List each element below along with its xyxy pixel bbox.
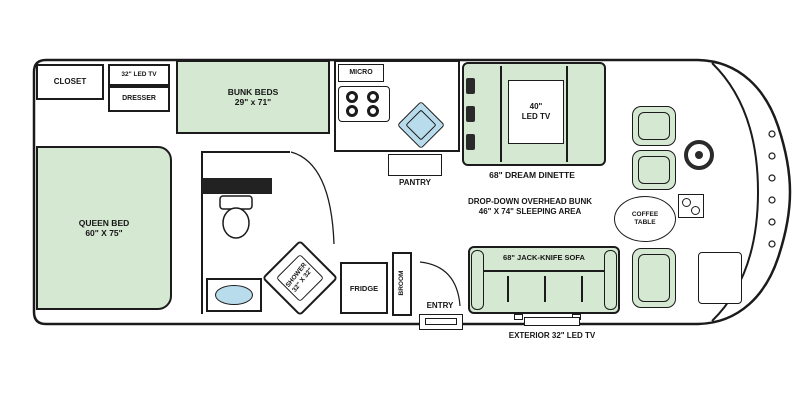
passenger-seat — [632, 248, 676, 308]
burner-icon — [346, 105, 358, 117]
bathroom-door-arc — [290, 151, 335, 245]
entry-door-arc — [419, 261, 461, 307]
cup-table — [678, 194, 704, 218]
driver-seat — [632, 150, 676, 190]
sofa-seat-line — [484, 270, 604, 272]
toilet-tank-icon — [219, 195, 253, 210]
dinette-bracket — [466, 134, 475, 150]
cab-seat-cushion — [638, 112, 670, 140]
closet: CLOSET — [36, 64, 104, 100]
dream-dinette: 40" LED TV — [462, 62, 606, 166]
cooktop-icon — [338, 86, 390, 122]
pantry — [388, 154, 442, 176]
dresser-label: DRESSER — [122, 94, 156, 102]
fridge: FRIDGE — [340, 262, 388, 314]
sofa-cushion-tick — [507, 276, 509, 302]
dinette-tv: 40" LED TV — [508, 80, 564, 144]
cup-holder-icon — [682, 198, 691, 207]
dinette-tv-label-2: LED TV — [521, 112, 551, 121]
queen-bed-label-1: QUEEN BED — [78, 217, 130, 228]
toilet-bowl-icon — [222, 207, 250, 239]
broom-closet — [392, 252, 412, 316]
steering-wheel-icon — [684, 140, 714, 170]
dinette-tv-label-1: 40" — [529, 102, 543, 112]
closet-label: CLOSET — [53, 77, 87, 87]
bedroom-tv: 32" LED TV — [108, 64, 170, 86]
bedroom-tv-label: 32" LED TV — [121, 71, 157, 79]
coffee-table-label-1: COFFEE — [631, 211, 659, 219]
dinette-bench-divider — [566, 66, 568, 162]
coffee-table-label-2: TABLE — [634, 219, 656, 226]
driver-seat-cushion — [638, 156, 670, 184]
bunk-beds-label-2: 29" x 71" — [234, 97, 272, 107]
sofa-label: 68" JACK-KNIFE SOFA — [503, 252, 585, 262]
overhead-bunk-label: DROP-DOWN OVERHEAD BUNK 46" X 74" SLEEPI… — [446, 194, 614, 220]
sofa-cushion-tick — [544, 276, 546, 302]
passenger-seat-cushion — [638, 254, 670, 302]
sofa-armrest — [604, 250, 617, 310]
bath-sink-icon — [215, 285, 253, 305]
entry-label: ENTRY — [426, 301, 454, 311]
dream-dinette-label: 68" DREAM DINETTE — [489, 169, 575, 180]
burner-icon — [367, 105, 379, 117]
dinette-bracket — [466, 78, 475, 94]
jack-knife-sofa: 68" JACK-KNIFE SOFA — [468, 246, 620, 314]
broom-label: BROOM — [398, 270, 406, 296]
exterior-tv-label: EXTERIOR 32" LED TV — [508, 331, 596, 341]
bath-vanity — [202, 178, 272, 194]
microwave: MICRO — [338, 64, 384, 82]
sofa-cushion-tick — [581, 276, 583, 302]
cab-seat — [632, 106, 676, 146]
microwave-label: MICRO — [349, 68, 373, 76]
bathroom-wall — [201, 151, 290, 314]
steering-wheel-hub — [695, 151, 703, 159]
dinette-bracket — [466, 106, 475, 122]
burner-icon — [367, 91, 379, 103]
queen-bed-label-2: 60" X 75" — [85, 228, 123, 238]
coffee-table: COFFEE TABLE — [614, 196, 676, 242]
overhead-bunk-label-1: DROP-DOWN OVERHEAD BUNK — [468, 197, 592, 207]
bunk-beds-label-1: BUNK BEDS — [227, 86, 279, 97]
dash-vent-dots — [768, 130, 776, 248]
exterior-tv — [524, 317, 580, 326]
overhead-bunk-label-2: 46" X 74" SLEEPING AREA — [478, 207, 582, 216]
entry-step-inner — [425, 318, 457, 325]
dinette-bench-divider — [500, 66, 502, 162]
sofa-armrest — [471, 250, 484, 310]
sofa-foot — [514, 314, 523, 320]
dash-cabinet — [698, 252, 742, 304]
burner-icon — [346, 91, 358, 103]
bunk-beds: BUNK BEDS 29" x 71" — [176, 60, 330, 134]
fridge-label: FRIDGE — [349, 283, 379, 293]
pantry-label: PANTRY — [399, 178, 431, 188]
cup-holder-icon — [691, 206, 700, 215]
dresser: DRESSER — [108, 86, 170, 112]
queen-bed: QUEEN BED 60" X 75" — [36, 146, 172, 310]
